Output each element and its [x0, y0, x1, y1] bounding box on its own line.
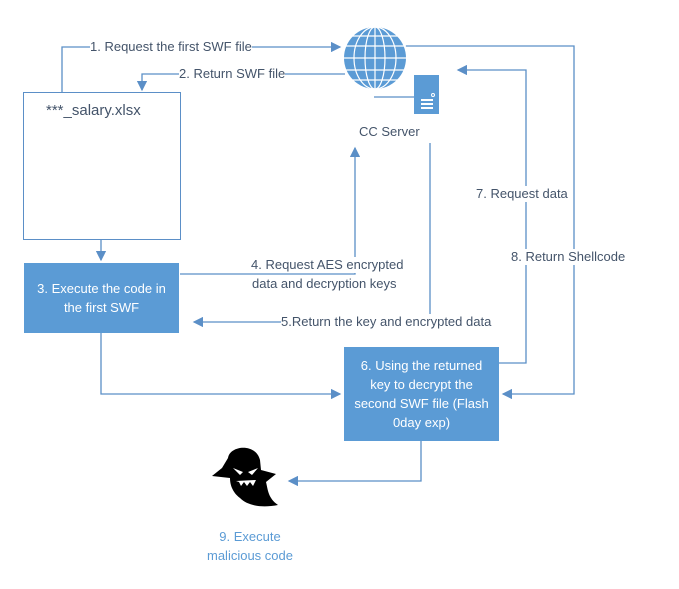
arrow-step5: [192, 143, 431, 328]
step3-box: 3. Execute the code in the first SWF: [24, 263, 179, 333]
arrow-step8: [405, 45, 575, 400]
ghost-icon: [212, 447, 278, 507]
step1-label: 1. Request the first SWF file: [90, 39, 252, 55]
step6-box: 6. Using the returned key to decrypt the…: [344, 347, 499, 441]
step4-label-line2: data and decryption keys: [252, 276, 397, 292]
arrow-step4: [180, 146, 361, 275]
server-icon: [414, 75, 439, 114]
arrow-step6-to-ghost: [287, 441, 422, 487]
arrow-step3-to-step6: [100, 333, 342, 400]
cc-server-label: CC Server: [359, 124, 420, 139]
step7-label: 7. Request data: [476, 186, 568, 202]
arrow-step7: [456, 64, 527, 364]
step5-label: 5.Return the key and encrypted data: [281, 314, 492, 330]
step9-label: 9. Execute malicious code: [207, 529, 293, 563]
step2-label: 2. Return SWF file: [179, 66, 286, 82]
globe-icon: [344, 26, 406, 90]
file-box: ***_salary.xlsx: [23, 92, 181, 240]
step8-label: 8. Return Shellcode: [511, 249, 626, 265]
file-title: ***_salary.xlsx: [46, 102, 141, 119]
step4-label-line1: 4. Request AES encrypted: [251, 257, 404, 273]
